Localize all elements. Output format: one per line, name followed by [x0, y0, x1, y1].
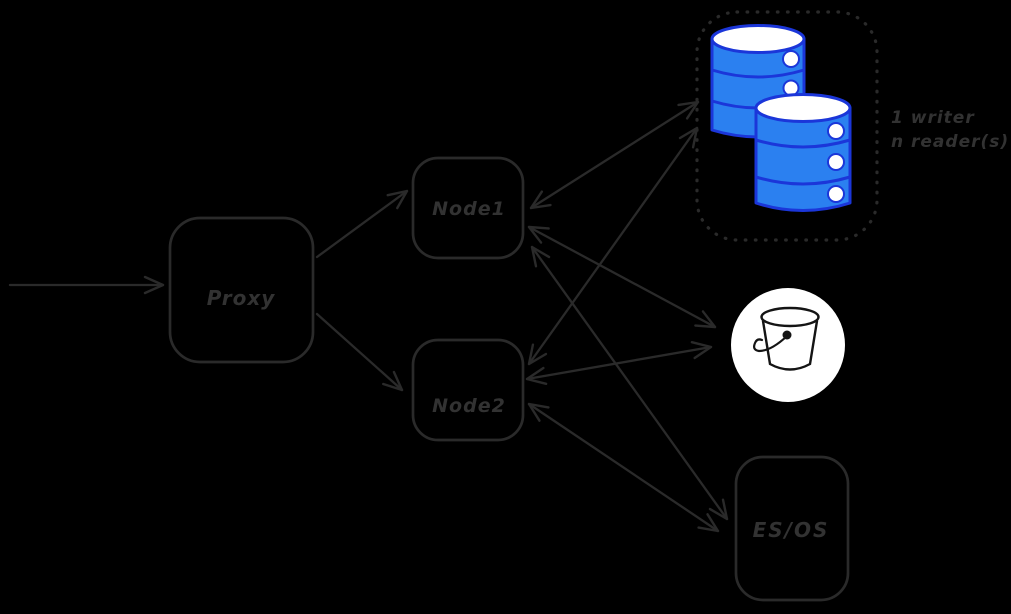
arrow-node1-db [529, 100, 700, 210]
db-note: 1 writer n reader(s) [891, 108, 1009, 152]
node1-box [411, 156, 525, 260]
database-cluster [695, 10, 879, 242]
esos-box [734, 455, 850, 602]
proxy-label: Proxy [207, 286, 276, 310]
node2-label: Node2 [432, 395, 506, 417]
esos-label: ES/OS [753, 518, 830, 542]
proxy-box [168, 216, 315, 364]
db-note-line2: n reader(s) [891, 132, 1009, 152]
edges-group [8, 100, 729, 533]
node2-box [411, 338, 525, 442]
node-boxes [168, 156, 850, 602]
arrow-node2-esos [527, 402, 720, 533]
arrow-node1-esos [530, 245, 729, 521]
bucket-icon [731, 288, 845, 402]
arrow-proxy-to-node1 [315, 189, 409, 259]
database-icon [754, 93, 852, 212]
arrow-node2-bucket [525, 341, 713, 385]
arrow-proxy-to-node2 [315, 312, 404, 392]
node1-label: Node1 [432, 198, 506, 220]
arrow-node2-db [527, 126, 699, 366]
arrow-node1-bucket [527, 225, 717, 329]
database-cluster-border [695, 10, 879, 242]
db-note-line1: 1 writer [891, 108, 975, 128]
node-labels: Proxy Node1 Node2 ES/OS [207, 198, 830, 542]
